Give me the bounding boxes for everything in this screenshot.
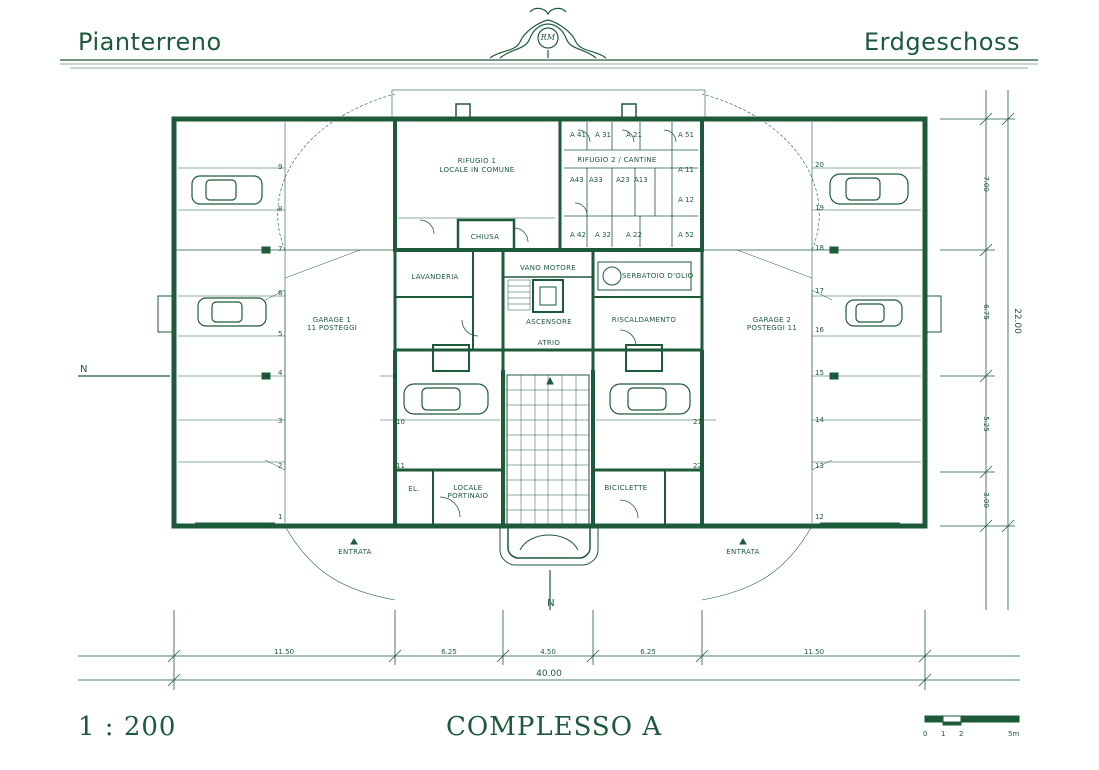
cellar-label: A 22	[626, 231, 642, 239]
parking-number: 3	[278, 417, 283, 425]
scale-ratio: 1 : 200	[78, 712, 177, 742]
parking-number: 1	[278, 513, 283, 521]
room-lavanderia-label: LAVANDERIA	[411, 273, 459, 281]
parking-number: 13	[815, 462, 824, 470]
parking-number: 6	[278, 289, 283, 297]
dimension-total-vertical: 22.00	[1011, 308, 1022, 334]
room-biciclette-label: BICICLETTE	[604, 484, 648, 492]
north-mark-bottom: N	[547, 598, 555, 609]
parking-number: 11	[396, 462, 405, 470]
parking-number: 4	[278, 369, 283, 377]
parking-number: 12	[815, 513, 824, 521]
dimension-label: 5.25	[981, 416, 990, 432]
cellar-label: A43	[570, 176, 584, 184]
entrance-left-label: ENTRATA	[338, 548, 372, 556]
title-italian: Pianterreno	[78, 28, 222, 56]
cellar-label: A 51	[678, 131, 694, 139]
room-portinaio-subtitle: PORTINAIO	[447, 492, 489, 500]
dimension-label: 6.25	[640, 648, 656, 656]
dimension-label: 6.75	[981, 304, 990, 320]
room-serbatoio-label: SERBATOIO D'OLIO	[622, 272, 694, 280]
title-german: Erdgeschoss	[864, 28, 1020, 56]
parking-number: 22	[693, 462, 702, 470]
parking-number: 15	[815, 369, 824, 377]
cellar-label: A 11	[678, 166, 694, 174]
cellar-label: A 12	[678, 196, 694, 204]
cellar-label: A 52	[678, 231, 694, 239]
dimension-label: 3.00	[981, 492, 990, 508]
dimension-label: 11.50	[273, 648, 295, 656]
room-portinaio-title: LOCALE	[453, 484, 483, 492]
room-rifugio1-title: RIFUGIO 1	[457, 157, 497, 165]
scalebar-tick: 5m	[1008, 730, 1020, 738]
room-chiusa-label: CHIUSA	[470, 233, 500, 241]
room-garage1-title: GARAGE 1	[312, 316, 352, 324]
parking-number: 16	[815, 326, 824, 334]
dimension-label: 6.25	[441, 648, 457, 656]
cellar-label: A 31	[595, 131, 611, 139]
parking-number: 18	[815, 244, 824, 252]
parking-number: 21	[693, 418, 702, 426]
cellar-label: A23	[616, 176, 630, 184]
parking-number: 9	[278, 163, 283, 171]
dimension-label: 7.00	[981, 176, 990, 192]
cellar-label: A 32	[595, 231, 611, 239]
scale-bar	[924, 715, 1020, 726]
dimension-label: 11.50	[803, 648, 825, 656]
cellar-label: A 21	[626, 131, 642, 139]
parking-number: 10	[396, 418, 405, 426]
logo-emblem	[489, 7, 607, 59]
dimension-total-horizontal: 40.00	[536, 669, 562, 679]
room-garage2-subtitle: POSTEGGI 11	[746, 324, 798, 332]
parking-number: 14	[815, 416, 824, 424]
car-icons	[191, 173, 909, 415]
cellar-label: A 41	[570, 131, 586, 139]
parking-number: 20	[815, 161, 824, 169]
room-riscaldamento-label: RISCALDAMENTO	[611, 316, 677, 324]
room-atrio-label: ATRIO	[537, 339, 561, 347]
parking-number: 19	[815, 204, 824, 212]
parking-number: 17	[815, 287, 824, 295]
cellar-label: A33	[589, 176, 603, 184]
parking-number: 8	[278, 205, 283, 213]
cellar-label: A 42	[570, 231, 586, 239]
scalebar-tick: 0	[923, 730, 928, 738]
room-vano-motore-label: VANO MOTORE	[519, 264, 577, 272]
project-title: COMPLESSO A	[446, 712, 663, 742]
parking-number: 5	[278, 330, 283, 338]
room-ascensore-label: ASCENSORE	[526, 318, 572, 326]
room-el-label: EL.	[408, 485, 420, 493]
entrance-right-label: ENTRATA	[726, 548, 760, 556]
cellar-label: A13	[634, 176, 648, 184]
room-garage2-title: GARAGE 2	[752, 316, 792, 324]
logo-monogram: RM	[540, 33, 556, 42]
room-rifugio2-label: RIFUGIO 2 / CANTINE	[577, 156, 657, 164]
dimension-label: 4.50	[540, 648, 556, 656]
north-mark-left: N	[80, 364, 88, 375]
room-rifugio1-subtitle: LOCALE IN COMUNE	[439, 166, 515, 174]
scalebar-tick: 1	[941, 730, 946, 738]
scalebar-tick: 2	[959, 730, 964, 738]
parking-number: 7	[278, 245, 283, 253]
parking-number: 2	[278, 462, 283, 470]
room-garage1-subtitle: 11 POSTEGGI	[306, 324, 358, 332]
